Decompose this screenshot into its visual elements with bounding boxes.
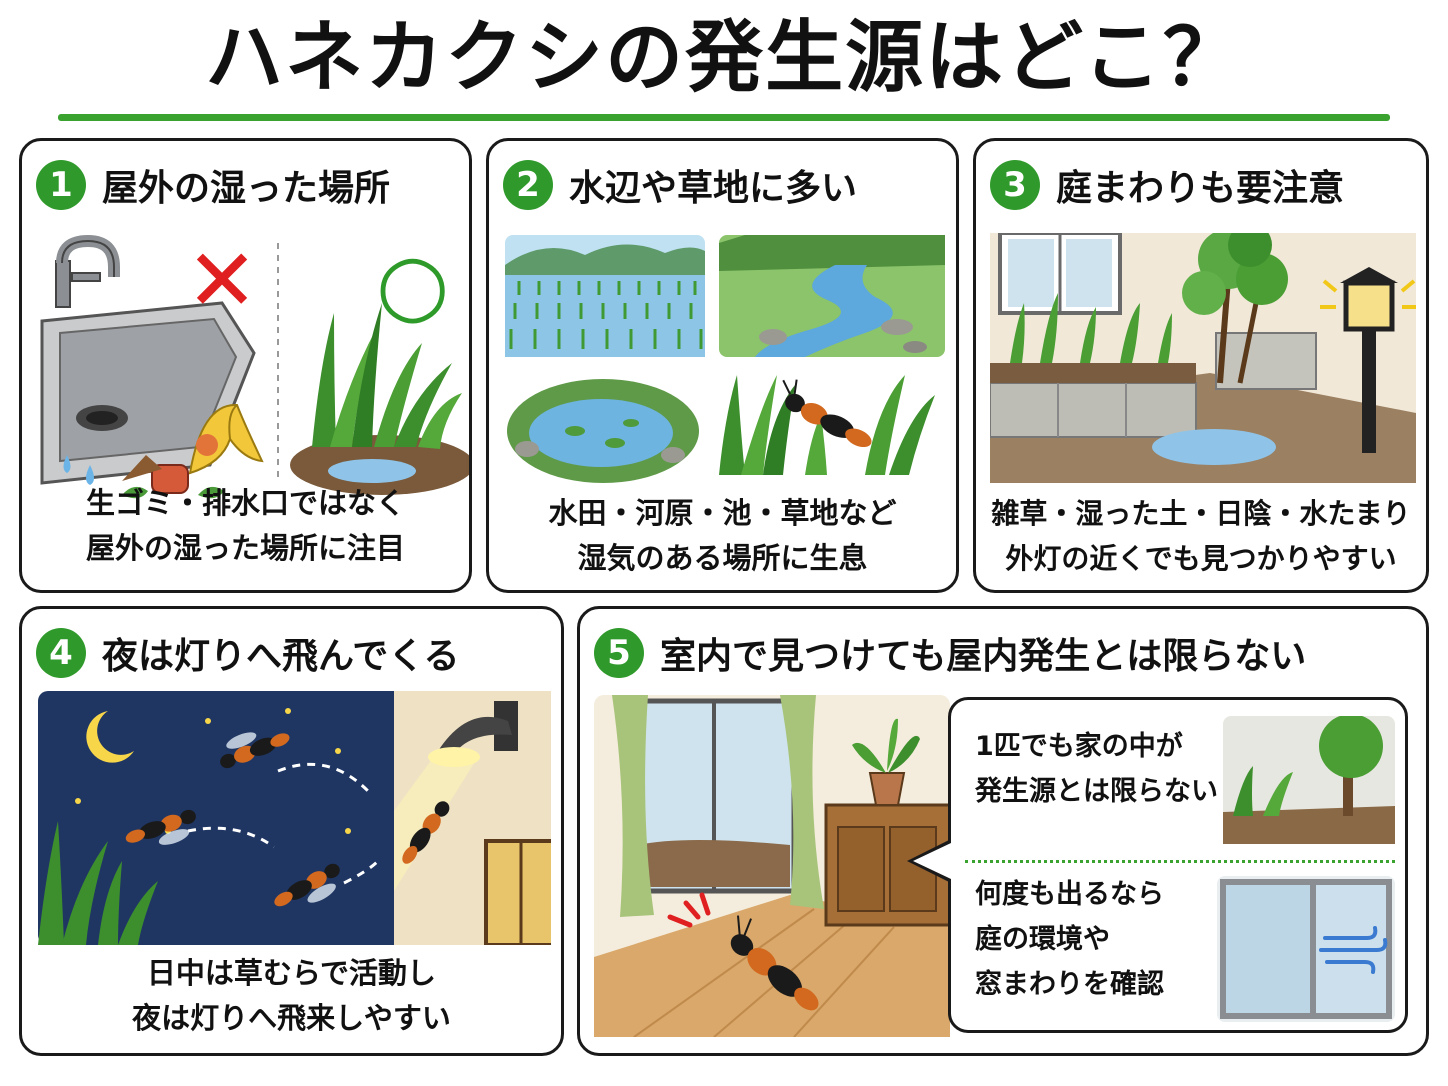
speech-bubble-tail-fill [913, 843, 951, 879]
caption-line: 水田・河原・池・草地など [548, 496, 897, 530]
panel-caption: 雑草・湿った土・日陰・水たまり 外灯の近くでも見つかりやすい [976, 491, 1426, 581]
caption-line: 外灯の近くでも見つかりやすい [1005, 542, 1397, 575]
panel-caption: 水田・河原・池・草地など 湿気のある場所に生息 [489, 491, 956, 581]
bubble-line: 発生源とは限らない [975, 776, 1218, 807]
wrong-mark: ✕ [186, 231, 259, 331]
panel-garden: 3 庭まわりも要注意 [973, 138, 1429, 593]
caption-line: 雑草・湿った土・日陰・水たまり [991, 497, 1411, 530]
panel-title: 屋外の湿った場所 [102, 168, 391, 209]
bubble-divider [965, 860, 1395, 863]
waterside-illustrations [505, 235, 945, 483]
indoor-room-illustration [594, 695, 950, 1037]
caption-line: 生ゴミ・排水口ではなく [85, 486, 405, 520]
panel-outdoor-damp: 1 屋外の湿った場所 [19, 138, 472, 593]
panel-waterside: 2 水辺や草地に多い [486, 138, 959, 593]
river-icon [719, 235, 945, 357]
window-frame-thumbnail [1217, 876, 1395, 1022]
page-title: ハネカクシの発生源はどこ？ [205, 13, 1243, 103]
panel-header: 5 室内で見つけても屋内発生とは限らない [594, 627, 1306, 679]
rove-beetle-icon [274, 863, 340, 907]
garden-illustration [990, 233, 1416, 483]
panel-title: 水辺や草地に多い [569, 168, 858, 209]
panel-header: 2 水辺や草地に多い [503, 159, 857, 211]
caption-line: 湿気のある場所に生息 [577, 541, 868, 575]
grass-puddle-icon [290, 303, 469, 495]
night-light-illustration [38, 691, 551, 945]
rove-beetle-icon [220, 732, 290, 769]
moon-icon [86, 711, 134, 763]
panel-number-badge: 3 [990, 160, 1040, 210]
garden-icon [990, 233, 1416, 483]
panel-caption: 生ゴミ・排水口ではなく 屋外の湿った場所に注目 [22, 481, 469, 571]
bubble-line: 何度も出るなら [975, 879, 1164, 910]
caption-line: 屋外の湿った場所に注目 [85, 531, 405, 565]
panel-header: 1 屋外の湿った場所 [36, 159, 390, 211]
yard-tree-thumbnail [1223, 716, 1395, 844]
sink-and-grass-illustration [40, 234, 469, 499]
window-icon [631, 698, 797, 894]
panel-number-badge: 1 [36, 160, 86, 210]
rice-paddy-icon [505, 235, 705, 357]
panel-header: 3 庭まわりも要注意 [990, 159, 1344, 211]
rove-beetle-icon [125, 809, 196, 845]
title-underline [58, 114, 1390, 121]
panel-number-badge: 4 [36, 628, 86, 678]
panel-caption: 日中は草むらで活動し 夜は灯りへ飛来しやすい [22, 951, 561, 1041]
panel-title: 室内で見つけても屋内発生とは限らない [660, 636, 1307, 677]
rove-beetle-icon [402, 801, 450, 864]
bubble-line: 庭の環境や [975, 924, 1110, 955]
panel-night-light: 4 夜は灯りへ飛んでくる [19, 606, 564, 1056]
rove-beetle-icon [730, 915, 819, 1011]
correct-mark: ○ [376, 235, 450, 333]
panel-header: 4 夜は灯りへ飛んでくる [36, 627, 459, 679]
caption-line: 日中は草むらで活動し [146, 956, 437, 990]
food-waste-icon [122, 403, 264, 499]
bubble-text-top: 1匹でも家の中が 発生源とは限らない [975, 724, 1218, 814]
plant-pot-icon [852, 718, 920, 806]
bubble-line: 窓まわりを確認 [975, 969, 1164, 1000]
panel-number-badge: 5 [594, 628, 644, 678]
garden-lamp-icon [1320, 267, 1416, 453]
panel-number-badge: 2 [503, 160, 553, 210]
caption-line: 夜は灯りへ飛来しやすい [132, 1001, 451, 1035]
pond-icon [507, 379, 699, 483]
speech-bubble: 1匹でも家の中が 発生源とは限らない 何度も出るなら 庭の環境や 窓まわりを確認 [948, 697, 1408, 1033]
wind-icon [1319, 926, 1388, 974]
sink-icon [40, 234, 256, 485]
panel-indoor-sighting: 5 室内で見つけても屋内発生とは限らない [577, 606, 1429, 1056]
rove-beetle-icon [782, 379, 872, 448]
wall-lamp-icon [428, 701, 518, 767]
bubble-text-bottom: 何度も出るなら 庭の環境や 窓まわりを確認 [975, 872, 1164, 1007]
panel-title: 庭まわりも要注意 [1056, 168, 1345, 209]
bubble-line: 1匹でも家の中が [975, 731, 1183, 762]
panel-title: 夜は灯りへ飛んでくる [102, 636, 460, 677]
